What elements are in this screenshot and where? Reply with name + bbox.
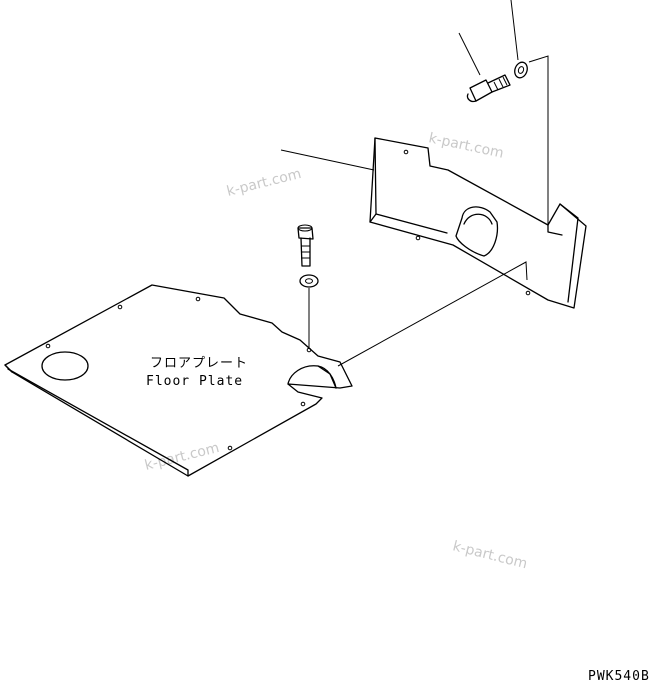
lower-bolt [297,224,314,267]
watermark-2: k-part.com [225,166,303,200]
washer-leader-line [510,0,519,61]
figure-code: PWK540B [588,669,650,684]
part-name-english: Floor Plate [146,374,243,389]
watermark-1: k-part.com [427,130,505,162]
upper-bolt [466,74,511,103]
bolt-leader-line [458,32,481,76]
bracket-leader-line [280,149,375,171]
assembly-line-upper [528,55,549,224]
floor-plate [4,284,353,477]
cover-bracket [369,137,587,309]
assembly-line-diagonal [337,261,528,367]
part-name-japanese: フロアプレート [150,356,248,371]
upper-washer [514,61,528,79]
lower-washer [299,274,319,288]
watermark-4: k-part.com [451,538,529,572]
